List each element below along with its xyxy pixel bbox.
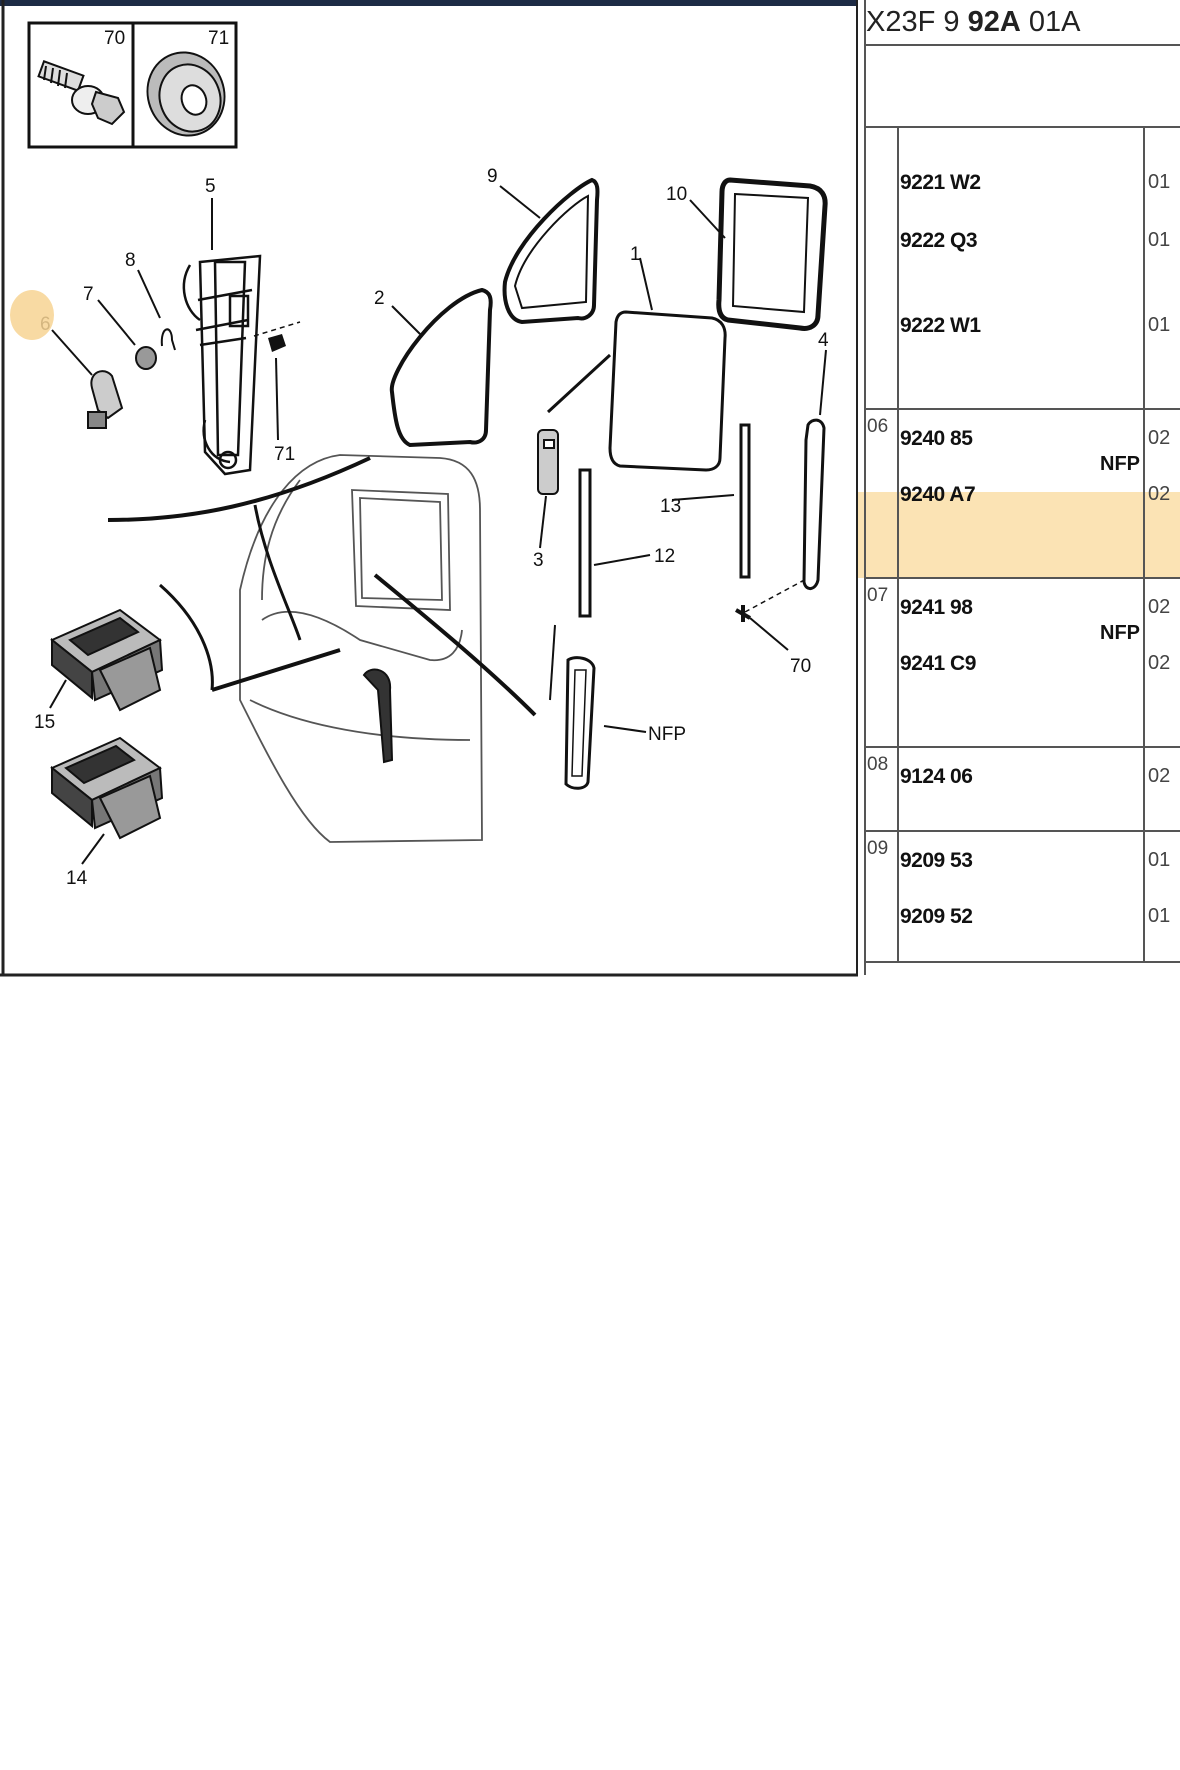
guide-line-diagonal — [373, 573, 537, 717]
part-quantity: 01 — [1148, 229, 1171, 251]
callout-8: 8 — [125, 250, 136, 271]
quarter-glass-part-2 — [389, 287, 493, 448]
callout-14: 14 — [66, 868, 88, 889]
group-code: 07 — [867, 585, 889, 606]
door-outline — [239, 454, 483, 843]
callout-13: 13 — [660, 496, 681, 517]
exploded-diagram-panel: 70 71 5 8 7 6 71 2 9 10 1 4 3 13 12 70 N… — [0, 0, 858, 978]
clip-part-71 — [268, 334, 286, 352]
group-code: 06 — [867, 416, 889, 437]
callout-70: 70 — [790, 656, 811, 677]
guide-arc-upper — [107, 456, 371, 522]
seal-strip-part-12 — [578, 468, 592, 618]
part-quantity: 02 — [1148, 652, 1171, 674]
fastener-part-70 — [735, 605, 751, 622]
callout-3: 3 — [533, 550, 544, 571]
part-quantity: 02 — [1148, 596, 1171, 618]
diagram-reference: X23F 9 92A 01A — [866, 6, 1081, 38]
parts-catalog-page: 70 71 5 8 7 6 71 2 9 10 1 4 3 13 12 70 N… — [0, 0, 1180, 978]
group-code: 09 — [867, 838, 889, 859]
group-code: 08 — [867, 754, 889, 775]
washer-part-71 — [146, 51, 226, 137]
callout-10: 10 — [666, 184, 687, 205]
nfp-note: NFP — [1100, 622, 1140, 644]
window-switch-part-14 — [50, 736, 164, 840]
part-number[interactable]: 9241 C9 — [900, 652, 976, 675]
door-window-exploded-diagram: 70 71 5 8 7 6 71 2 9 10 1 4 3 13 12 70 N… — [0, 0, 858, 977]
selection-marker — [10, 290, 54, 340]
part-number[interactable]: 9241 98 — [900, 596, 973, 619]
part-quantity: 01 — [1148, 314, 1171, 336]
part-number[interactable]: 9222 Q3 — [900, 229, 978, 252]
part-quantity: 01 — [1148, 849, 1171, 871]
part-number[interactable]: 9209 52 — [900, 905, 973, 928]
door-glass-part-1 — [608, 310, 727, 472]
callout-70-inset: 70 — [104, 28, 125, 49]
window-regulator-part-5 — [182, 254, 262, 476]
part-number[interactable]: 9124 06 — [900, 765, 973, 788]
door-handle — [362, 668, 394, 764]
callout-1: 1 — [630, 244, 641, 265]
part-quantity: 02 — [1148, 483, 1171, 505]
callout-5: 5 — [205, 176, 216, 197]
callout-4: 4 — [818, 330, 829, 351]
guide-arc-lower — [159, 583, 214, 691]
callout-nfp: NFP — [648, 724, 686, 745]
part-number[interactable]: 9221 W2 — [900, 171, 981, 194]
seal-part-nfp — [564, 656, 596, 790]
handle-part-6 — [87, 370, 124, 429]
grommet-part-7 — [135, 346, 157, 370]
part-quantity: 02 — [1148, 765, 1171, 787]
leader-lines — [49, 185, 827, 865]
quarter-seal-part-9 — [502, 177, 600, 325]
callout-15: 15 — [34, 712, 55, 733]
guide-clip-part-3 — [537, 429, 559, 495]
callout-9: 9 — [487, 166, 498, 187]
nfp-note: NFP — [1100, 453, 1140, 475]
window-frame-seal-part-10 — [716, 177, 828, 331]
part-quantity: 01 — [1148, 905, 1171, 927]
callout-71: 71 — [274, 444, 295, 465]
callout-7: 7 — [83, 284, 94, 305]
seal-strip-part-13 — [739, 423, 751, 579]
part-quantity: 02 — [1148, 427, 1171, 449]
header-bar — [0, 0, 858, 6]
callout-12: 12 — [654, 546, 675, 567]
guide-channel-part-4 — [802, 418, 826, 590]
screw-part-70 — [37, 60, 126, 126]
parts-table-panel: X23F 9 92A 01A 9221 W2 01 9222 Q3 01 9222 W1… — [858, 0, 1180, 978]
part-number[interactable]: 9222 W1 — [900, 314, 981, 337]
pin-part-8 — [160, 328, 176, 351]
callout-2: 2 — [374, 288, 385, 309]
blank-area — [0, 978, 1180, 1770]
window-switch-part-15 — [50, 608, 164, 712]
part-number[interactable]: 9240 85 — [900, 427, 973, 450]
switch-leader — [211, 648, 341, 692]
part-quantity: 01 — [1148, 171, 1171, 193]
part-number[interactable]: 9209 53 — [900, 849, 973, 872]
highlighted-row-bg — [858, 492, 1180, 578]
callout-71-inset: 71 — [208, 28, 229, 49]
part-number[interactable]: 9240 A7 — [900, 483, 976, 506]
